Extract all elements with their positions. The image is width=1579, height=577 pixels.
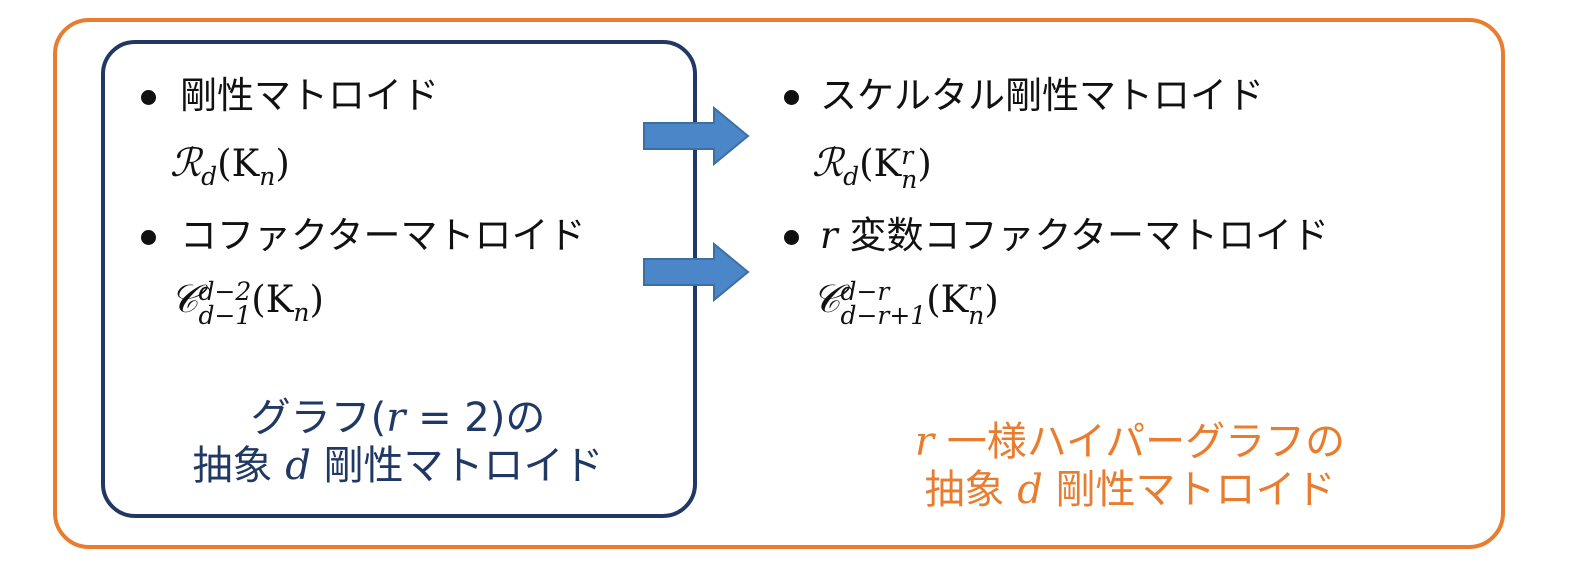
arrow-icon-2 (643, 241, 750, 303)
inner-frame (101, 40, 697, 518)
right-bullet-2 (784, 230, 799, 245)
right-caption-line-1: r 一様ハイパーグラフの (914, 419, 1346, 465)
right-caption-line-2: 抽象 d 剛性マトロイド (924, 467, 1336, 513)
left-caption-line-1: グラフ(r = 2)の (250, 395, 546, 441)
left-item-2-label: コファクターマトロイド (180, 214, 586, 257)
left-item-1-label: 剛性マトロイド (180, 74, 439, 117)
outer-frame (53, 18, 1505, 549)
right-item-2-label: r 変数コファクターマトロイド (820, 214, 1329, 257)
right-item-1-label: スケルタル剛性マトロイド (820, 74, 1264, 117)
arrow-icon-1 (643, 105, 750, 167)
left-caption: グラフ(r = 2)の 抽象 d 剛性マトロイド (120, 394, 676, 490)
left-bullet-1 (141, 90, 156, 105)
right-caption: r 一様ハイパーグラフの 抽象 d 剛性マトロイド (840, 418, 1420, 514)
left-caption-line-2: 抽象 d 剛性マトロイド (192, 443, 604, 489)
left-bullet-2 (141, 230, 156, 245)
left-item-1-formula: ℛd(Kn) (170, 141, 290, 191)
right-bullet-1 (784, 90, 799, 105)
